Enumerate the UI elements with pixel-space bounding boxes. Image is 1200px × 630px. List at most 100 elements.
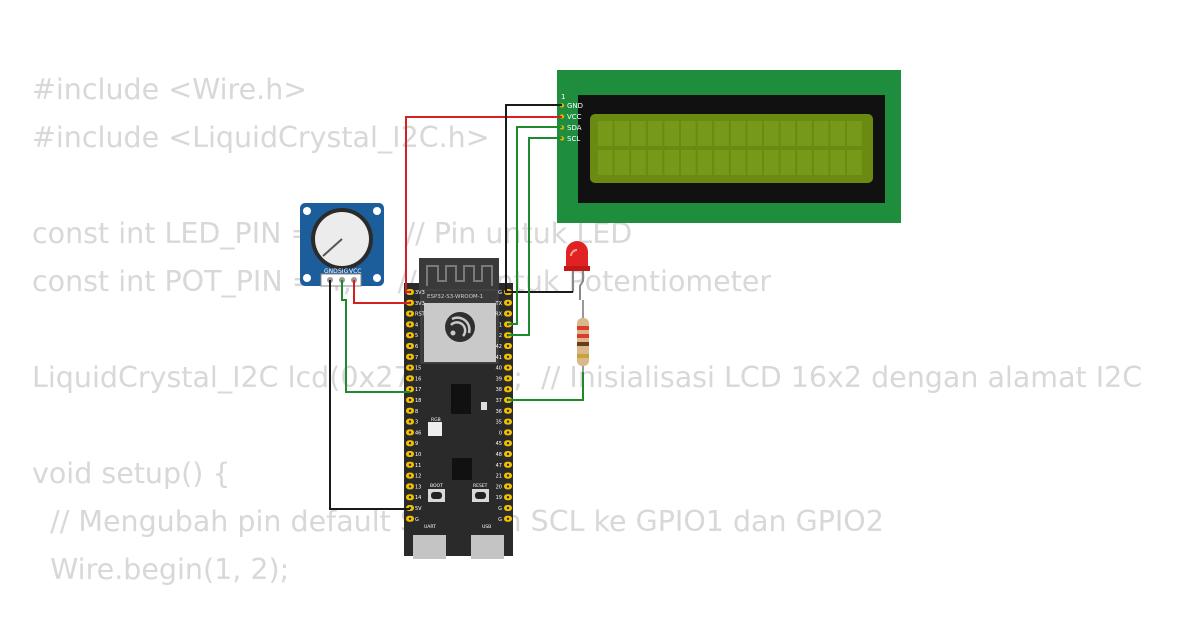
resistor-band-3	[577, 342, 589, 346]
usb-label: USB	[482, 524, 491, 530]
esp32-pin[interactable]: 46	[406, 429, 421, 436]
uart-usb-connector[interactable]	[413, 535, 446, 559]
red-led[interactable]	[564, 241, 590, 300]
native-usb-connector[interactable]	[471, 535, 504, 559]
lcd-char-cell	[681, 121, 696, 146]
lcd-char-cell	[780, 121, 796, 146]
esp32-pin[interactable]: 14	[406, 494, 421, 501]
esp32-pin-label: 20	[496, 484, 502, 490]
esp32-pin[interactable]: RST	[406, 310, 426, 318]
esp32-pin[interactable]: 40	[496, 364, 512, 372]
esp32-pin[interactable]: 17	[406, 386, 421, 393]
pot-mounting-hole-tr	[373, 207, 381, 215]
esp32-pin[interactable]: 42	[496, 343, 512, 350]
esp32-pin[interactable]: 35	[496, 418, 512, 426]
wire-3v3-to-pot-vcc[interactable]	[353, 280, 410, 304]
esp32-pin-hole	[408, 452, 412, 456]
esp32-pin[interactable]: 41	[496, 353, 512, 361]
esp32-pin-label: 36	[496, 409, 502, 415]
resistor-band-4	[577, 354, 589, 358]
esp32-pin-hole	[506, 431, 510, 434]
lcd-char-cell	[714, 150, 729, 175]
esp32-pin[interactable]: 15	[406, 364, 421, 372]
esp32-pin[interactable]: 0	[499, 429, 512, 436]
esp32-pin[interactable]: 4	[406, 321, 418, 328]
esp32-pin-hole	[408, 334, 412, 337]
esp32-pin-label: 37	[496, 398, 502, 404]
esp32-pin-hole	[506, 388, 510, 391]
esp32-antenna-trace	[426, 265, 493, 286]
code-line: Wire.begin(1, 2);	[32, 553, 290, 586]
lcd-display[interactable]: 1 GND VCC SDA SCL	[557, 70, 901, 223]
esp32-pin-hole	[408, 485, 412, 488]
esp32-pin-label: 1	[499, 322, 502, 328]
wire-gpio2-to-lcd-scl[interactable]	[508, 137, 562, 336]
esp32-pin[interactable]: 8	[406, 407, 418, 415]
wire-gpio37-to-resistor[interactable]	[508, 372, 584, 401]
reset-button-cap	[475, 492, 486, 499]
esp32-pin[interactable]: 21	[496, 472, 512, 480]
boot-button[interactable]	[428, 489, 445, 502]
esp32-pin-hole	[506, 452, 510, 456]
reset-button[interactable]	[472, 489, 489, 502]
code-line: const int POT_PIN = 4; // Pin untuk Pote…	[32, 265, 772, 298]
potentiometer[interactable]: GND SIG VCC	[300, 203, 384, 287]
esp32-pin[interactable]: 9	[406, 440, 418, 447]
esp32-pin[interactable]: G	[406, 515, 419, 523]
esp32-pin[interactable]: G	[498, 505, 512, 512]
esp32-pin[interactable]: RX	[495, 310, 512, 318]
esp32-pin-hole	[506, 506, 510, 510]
esp32-pin-hole	[408, 463, 412, 466]
wire-3v3-to-lcd-vcc[interactable]	[405, 116, 562, 293]
esp32-pin-hole	[408, 366, 412, 369]
esp32-pin[interactable]: 12	[406, 472, 421, 480]
esp32-pin-label: 17	[415, 387, 421, 393]
esp32-pin[interactable]: 11	[406, 461, 421, 469]
lcd-pin1-marker: 1	[561, 93, 565, 101]
wire-pot-gnd-to-board-g[interactable]	[329, 280, 410, 510]
esp32-pin[interactable]: G	[498, 515, 512, 523]
resistor[interactable]	[577, 300, 589, 372]
esp32-pin[interactable]: 16	[406, 375, 421, 382]
esp32-pin-hole	[408, 431, 412, 434]
esp32-pin[interactable]: 18	[406, 397, 421, 404]
esp32-pin[interactable]: 5	[406, 332, 418, 339]
esp32-pin-hole	[408, 496, 412, 499]
esp32-pin[interactable]: 13	[406, 483, 421, 490]
esp32-pin[interactable]: TX	[495, 299, 512, 307]
esp32-pin[interactable]: 10	[406, 451, 421, 458]
esp32-pin-hole	[408, 398, 412, 402]
lcd-pin-gnd-label: GND	[567, 102, 583, 110]
esp32-pin-label: 47	[496, 463, 502, 469]
esp32-pin[interactable]: 39	[496, 375, 512, 382]
esp32-pin-hole	[408, 409, 412, 412]
esp32-pin-label: 2	[499, 333, 502, 339]
esp32-pin-label: 45	[496, 441, 502, 447]
esp32-pin[interactable]: 45	[496, 440, 512, 447]
esp32-board[interactable]: ESP32-S3-WROOM-1 RGB BOOT RESET UART USB…	[404, 258, 513, 559]
esp32-pin[interactable]: 7	[406, 353, 418, 361]
esp32-pin[interactable]: 38	[496, 386, 512, 393]
esp32-pin-label: 10	[415, 452, 421, 458]
esp32-pin-label: RX	[495, 312, 502, 318]
esp32-pin[interactable]: 6	[406, 343, 418, 350]
esp32-module-label: ESP32-S3-WROOM-1	[427, 294, 483, 300]
esp32-pin-hole	[408, 517, 412, 520]
wire-gnd-to-lcd-gnd[interactable]	[505, 104, 562, 293]
esp32-pin[interactable]: 48	[496, 451, 512, 458]
lcd-char-cell	[813, 150, 829, 175]
esp32-pin[interactable]: 3	[406, 418, 418, 426]
esp32-pin[interactable]: 19	[496, 494, 512, 501]
esp32-pin[interactable]: 20	[496, 483, 512, 490]
lcd-char-cell	[598, 150, 613, 175]
esp32-pin[interactable]: 47	[496, 461, 512, 469]
esp32-pin-hole	[408, 312, 412, 315]
wire-gpio1-to-lcd-sda[interactable]	[508, 126, 562, 325]
code-line: #include <Wire.h>	[32, 73, 308, 106]
esp32-pin-label: 39	[496, 376, 502, 382]
wire-pot-sig-to-gpio4[interactable]	[341, 280, 410, 393]
esp32-pin[interactable]: 36	[496, 407, 512, 415]
lcd-char-cell	[647, 150, 663, 175]
esp32-pin-label: 13	[415, 484, 421, 490]
